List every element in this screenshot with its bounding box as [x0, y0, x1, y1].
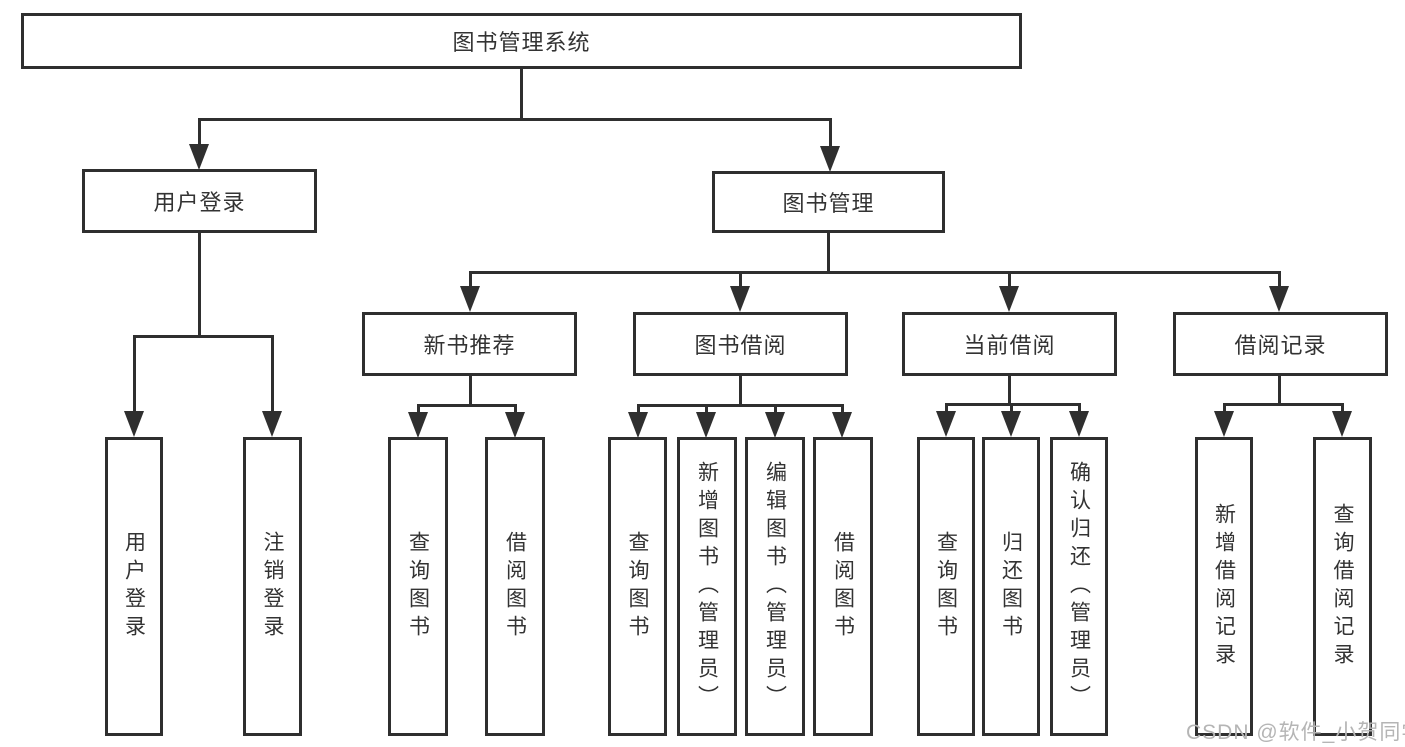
arrow-down-icon	[189, 144, 209, 170]
connector-line	[198, 233, 201, 338]
node-logout-action: 注销登录	[243, 437, 302, 736]
connector-line	[829, 118, 832, 148]
node-confirm-return-admin: 确认归还（管理员）	[1050, 437, 1108, 736]
arrow-down-icon	[1214, 411, 1234, 437]
node-book-borrowing: 图书借阅	[633, 312, 848, 376]
connector-line	[739, 376, 742, 406]
arrow-down-icon	[696, 412, 716, 438]
connector-line	[1278, 271, 1281, 287]
connector-line	[1008, 376, 1011, 405]
arrow-down-icon	[262, 411, 282, 437]
arrow-down-icon	[628, 412, 648, 438]
arrow-down-icon	[765, 412, 785, 438]
node-book-management: 图书管理	[712, 171, 945, 233]
connector-line	[841, 404, 844, 414]
node-add-borrow-record: 新增借阅记录	[1195, 437, 1253, 736]
connector-line	[520, 69, 523, 119]
connector-line	[198, 118, 832, 121]
connector-line	[1223, 403, 1226, 413]
node-user-login-action: 用户登录	[105, 437, 163, 736]
arrow-down-icon	[408, 412, 428, 438]
node-borrow-records: 借阅记录	[1173, 312, 1388, 376]
connector-line	[1078, 403, 1081, 413]
node-borrow-books-borrowing: 借阅图书	[813, 437, 873, 736]
arrow-down-icon	[505, 412, 525, 438]
node-library-management-system: 图书管理系统	[21, 13, 1022, 69]
connector-line	[133, 335, 136, 412]
connector-line	[945, 403, 1081, 406]
arrow-down-icon	[460, 286, 480, 312]
arrow-down-icon	[820, 146, 840, 172]
arrow-down-icon	[1069, 411, 1089, 437]
node-query-books-current: 查询图书	[917, 437, 975, 736]
connector-line	[469, 271, 1281, 274]
node-current-borrowing: 当前借阅	[902, 312, 1117, 376]
connector-line	[637, 404, 843, 407]
node-query-books-borrowing: 查询图书	[608, 437, 667, 736]
connector-line	[705, 404, 708, 414]
connector-line	[637, 404, 640, 414]
connector-line	[417, 404, 517, 407]
connector-line	[945, 403, 948, 413]
arrow-down-icon	[730, 286, 750, 312]
connector-line	[198, 118, 201, 146]
connector-line	[271, 335, 274, 412]
connector-line	[827, 233, 830, 274]
connector-line	[469, 271, 472, 287]
node-add-books-admin: 新增图书（管理员）	[677, 437, 737, 736]
arrow-down-icon	[1001, 411, 1021, 437]
connector-line	[774, 404, 777, 414]
node-query-borrow-record: 查询借阅记录	[1313, 437, 1372, 736]
connector-line	[514, 404, 517, 414]
arrow-down-icon	[999, 286, 1019, 312]
connector-line	[1341, 403, 1344, 413]
arrow-down-icon	[832, 412, 852, 438]
arrow-down-icon	[1332, 411, 1352, 437]
node-edit-books-admin: 编辑图书（管理员）	[745, 437, 805, 736]
connector-line	[469, 376, 472, 406]
arrow-down-icon	[1269, 286, 1289, 312]
node-return-books: 归还图书	[982, 437, 1040, 736]
connector-line	[1223, 403, 1343, 406]
arrow-down-icon	[936, 411, 956, 437]
csdn-watermark: CSDN @软件_小贺同学	[1186, 721, 1405, 744]
connector-line	[739, 271, 742, 287]
connector-line	[1278, 376, 1281, 405]
node-new-book-recommend: 新书推荐	[362, 312, 577, 376]
connector-line	[1008, 271, 1011, 287]
arrow-down-icon	[124, 411, 144, 437]
connector-line	[417, 404, 420, 414]
node-borrow-books-recommend: 借阅图书	[485, 437, 545, 736]
connector-line	[1010, 403, 1013, 413]
node-user-login: 用户登录	[82, 169, 317, 233]
node-query-books-recommend: 查询图书	[388, 437, 448, 736]
connector-line	[133, 335, 273, 338]
